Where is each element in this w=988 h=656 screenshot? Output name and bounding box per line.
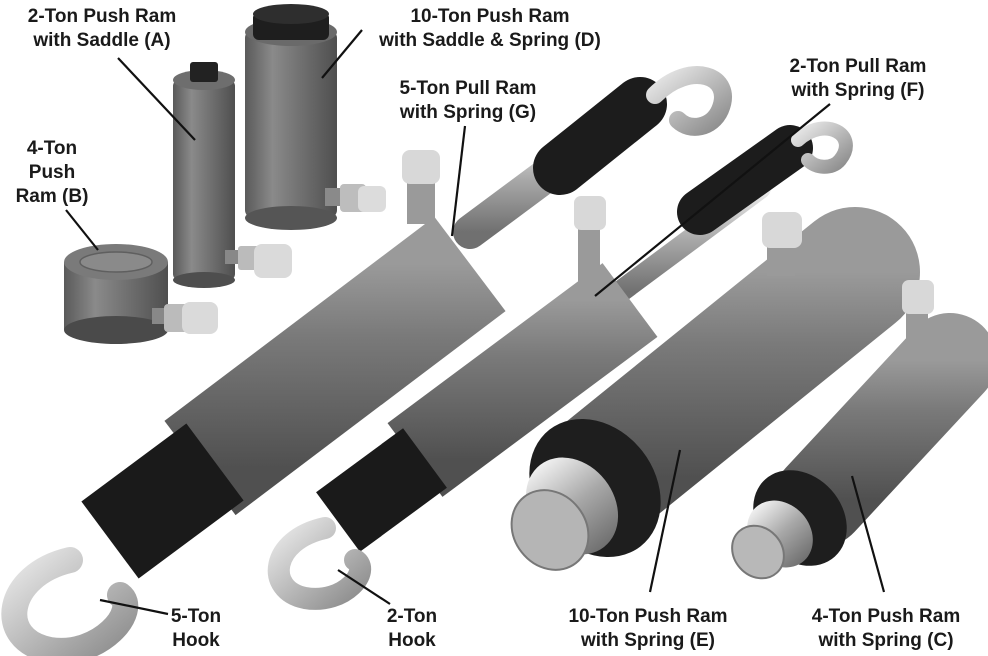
- label-a-line2: with Saddle (A): [32, 30, 170, 51]
- label-ram-a: 2-Ton Push Ram with Saddle (A): [28, 6, 177, 51]
- ram-e-10-ton-push-spring: [510, 207, 920, 571]
- label-g-line1: 5-Ton Pull Ram: [400, 78, 537, 99]
- label-e-line2: with Spring (E): [580, 630, 715, 651]
- label-c-line1: 4-Ton Push Ram: [812, 606, 961, 627]
- label-hook2-line1: 2-Ton: [387, 606, 437, 627]
- ram-c-4-ton-push-spring: [731, 280, 988, 580]
- label-b-line1: 4-Ton: [27, 138, 77, 159]
- label-hook-5-ton: 5-Ton Hook: [171, 606, 221, 651]
- label-b-line2: Push: [29, 162, 75, 183]
- ram-f-2-ton-pull-spring: [267, 121, 853, 610]
- label-ram-e: 10-Ton Push Ram with Spring (E): [568, 606, 727, 651]
- leader-line-a: [117, 57, 196, 141]
- label-ram-g: 5-Ton Pull Ram with Spring (G): [399, 78, 537, 123]
- label-c-line2: with Spring (C): [817, 630, 953, 651]
- leader-line-b: [65, 209, 99, 251]
- label-d-line1: 10-Ton Push Ram: [410, 6, 569, 27]
- label-b-line3: Ram (B): [16, 186, 89, 207]
- leader-line-g: [450, 125, 467, 237]
- label-f-line2: with Spring (F): [791, 80, 925, 101]
- leader-line-f: [594, 103, 831, 297]
- ram-b-4-ton-push: [64, 244, 218, 344]
- label-e-line1: 10-Ton Push Ram: [568, 606, 727, 627]
- leader-line-d: [321, 29, 363, 79]
- label-ram-c: 4-Ton Push Ram with Spring (C): [812, 606, 961, 651]
- label-d-line2: with Saddle & Spring (D): [378, 30, 601, 51]
- ram-d-10-ton-push-saddle-spring: [245, 4, 386, 230]
- leader-line-c: [850, 475, 886, 593]
- leader-line-hook2: [337, 569, 391, 605]
- label-hook-2-ton: 2-Ton Hook: [387, 606, 437, 651]
- label-ram-f: 2-Ton Pull Ram with Spring (F): [790, 56, 927, 101]
- label-ram-b: 4-Ton Push Ram (B): [16, 138, 89, 207]
- ram-g-5-ton-pull-spring: [1, 66, 732, 656]
- leader-line-hook5: [99, 598, 169, 616]
- leader-line-e: [648, 449, 682, 593]
- ram-a-2-ton-push-saddle: [173, 62, 292, 288]
- label-f-line1: 2-Ton Pull Ram: [790, 56, 927, 77]
- label-hook5-line2: Hook: [172, 630, 220, 651]
- label-ram-d: 10-Ton Push Ram with Saddle & Spring (D): [378, 6, 601, 51]
- label-hook5-line1: 5-Ton: [171, 606, 221, 627]
- label-hook2-line2: Hook: [388, 630, 436, 651]
- label-g-line2: with Spring (G): [399, 102, 536, 123]
- label-a-line1: 2-Ton Push Ram: [28, 6, 177, 27]
